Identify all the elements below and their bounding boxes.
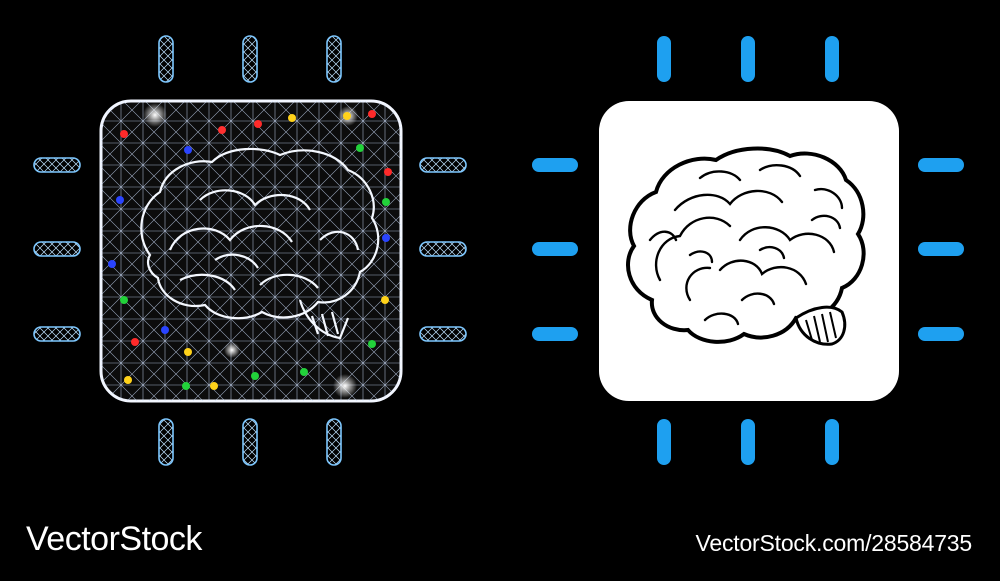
mesh-brain-chip-icon [33,35,467,466]
flat-brain [626,146,866,346]
flat-brain-chip-icon [532,36,964,465]
flat-pins-right [918,158,964,341]
flat-pins-bottom [657,419,839,465]
mesh-sparkles [108,103,392,398]
mesh-pins-right [419,157,467,342]
mesh-pins-left [33,157,81,342]
mesh-brain [140,147,380,340]
flat-pins-top [657,36,839,82]
mesh-pins-bottom [158,418,342,466]
mesh-pins-top [158,35,342,83]
watermark-brand: VectorStock [26,520,202,558]
watermark-reference: VectorStock.com/28584735 [695,530,973,556]
flat-pins-left [532,158,578,341]
